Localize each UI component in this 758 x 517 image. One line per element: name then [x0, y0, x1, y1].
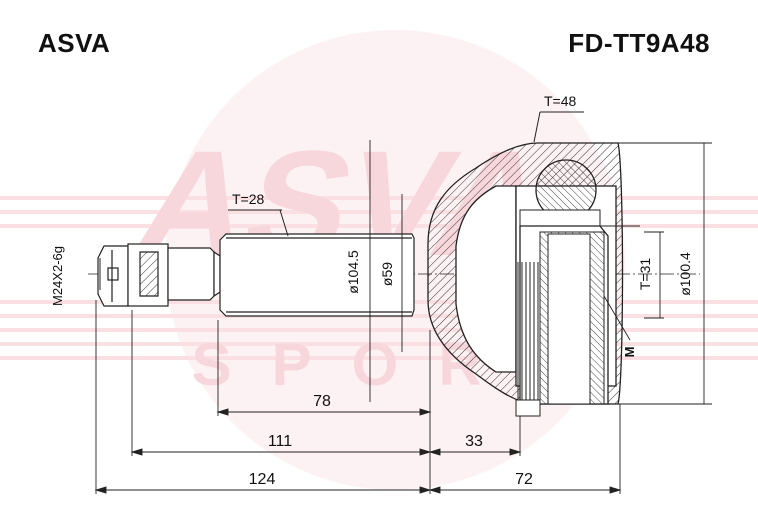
- splined-shaft: [219, 233, 415, 317]
- dim-111: 111: [268, 433, 292, 450]
- shaft-neck: [167, 247, 221, 301]
- diameter-outer-label: ø100.4: [677, 252, 693, 296]
- teeth-outer-leader: [279, 209, 289, 237]
- abs-ring: [515, 262, 541, 417]
- teeth-inner-label: T=31: [637, 258, 653, 291]
- part-number: FD-TT9A48: [568, 28, 710, 58]
- teeth-outer-label: T=28: [232, 191, 265, 207]
- dim-72: 72: [515, 471, 533, 488]
- teeth-abs-label: T=48: [544, 93, 577, 109]
- thread-label: M24X2-6g: [50, 246, 65, 306]
- m-leader: [603, 295, 631, 341]
- dimension-lines: [94, 300, 622, 494]
- dim-33: 33: [465, 433, 483, 450]
- diameter-shaft-label: ø104.5: [345, 250, 361, 294]
- dim-78: 78: [313, 393, 331, 410]
- teeth-abs-leader: [533, 111, 541, 143]
- threaded-end: [97, 243, 169, 307]
- brand-label: ASVA: [38, 28, 111, 58]
- m-label: M: [622, 347, 637, 358]
- bell-housing: [427, 142, 624, 405]
- diameter-neck-label: ø59: [379, 262, 395, 286]
- dim-124: 124: [249, 471, 276, 488]
